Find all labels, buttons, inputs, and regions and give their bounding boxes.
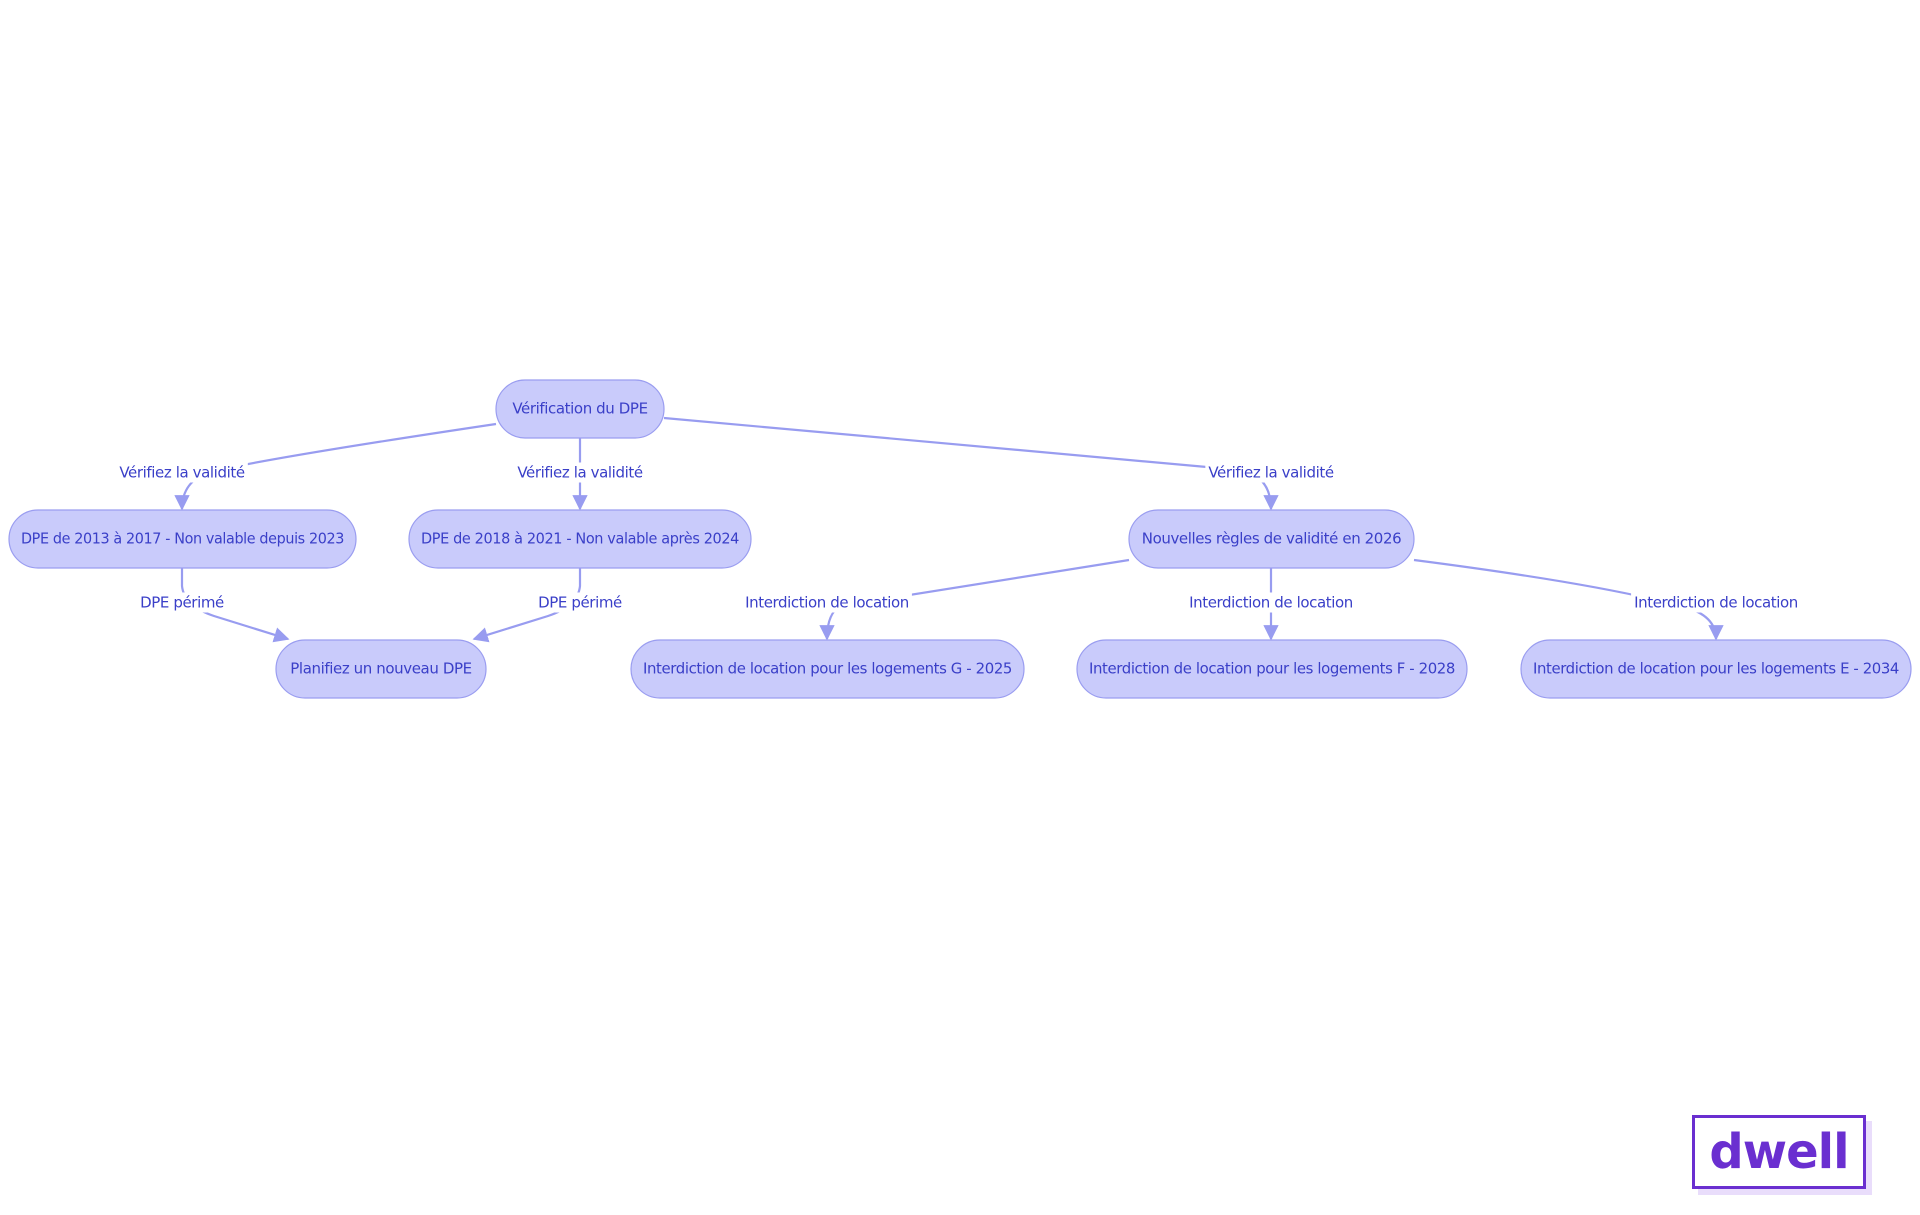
node-shape [1128, 509, 1415, 569]
node-shape [1076, 639, 1468, 699]
edge-label-text: DPE périmé [140, 594, 224, 612]
node-dpe-de-2013-a-2017-non-valable-depuis-2023: DPE de 2013 à 2017 - Non valable depuis … [8, 509, 357, 569]
node-label: DPE de 2018 à 2021 - Non valable après 2… [421, 530, 739, 548]
edge-label-background [116, 462, 248, 483]
edge-label-text: Interdiction de location [1634, 594, 1798, 612]
node-interdiction-de-location-pour-les-logements-f-2028: Interdiction de location pour les logeme… [1076, 639, 1468, 699]
edge-label-background [137, 592, 228, 613]
edge-label-text: Interdiction de location [1189, 594, 1353, 612]
node-interdiction-de-location-pour-les-logements-g-2025: Interdiction de location pour les logeme… [630, 639, 1025, 699]
edge-label-text: Vérifiez la validité [517, 464, 642, 482]
edge-label-background [535, 592, 626, 613]
node-label: Interdiction de location pour les logeme… [1533, 660, 1899, 678]
node-dpe-de-2018-a-2021-non-valable-apres-2024: DPE de 2018 à 2021 - Non valable après 2… [408, 509, 752, 569]
node-shape [1520, 639, 1912, 699]
node-shape [495, 379, 665, 439]
edge-label-text: Vérifiez la validité [1208, 464, 1333, 482]
edge-label-interdiction-de-location: Interdiction de location [1186, 592, 1356, 613]
node-shape [408, 509, 752, 569]
node-label: Interdiction de location pour les logeme… [643, 660, 1012, 678]
edge-label-text: Vérifiez la validité [119, 464, 244, 482]
node-shape [8, 509, 357, 569]
node-label: Interdiction de location pour les logeme… [1089, 660, 1455, 678]
node-shape [275, 639, 487, 699]
node-planifiez-un-nouveau-dpe: Planifiez un nouveau DPE [275, 639, 487, 699]
node-label: Planifiez un nouveau DPE [290, 660, 471, 678]
edge-label-dpe-perime: DPE périmé [137, 592, 228, 613]
logo-text: dwell [1709, 1124, 1849, 1180]
edge-label-verifiez-la-validite: Vérifiez la validité [514, 462, 646, 483]
node-label: Vérification du DPE [512, 400, 647, 418]
node-verification-du-dpe: Vérification du DPE [495, 379, 665, 439]
edge-label-verifiez-la-validite: Vérifiez la validité [116, 462, 248, 483]
node-shape [630, 639, 1025, 699]
edge-label-text: DPE périmé [538, 594, 622, 612]
edge-root-to-2026 [663, 416, 1279, 511]
dwell-logo: dwell [1692, 1115, 1866, 1189]
edge-label-verifiez-la-validite: Vérifiez la validité [1205, 462, 1337, 483]
node-label: Nouvelles règles de validité en 2026 [1142, 530, 1402, 548]
edge-label-background [1205, 462, 1337, 483]
edge-label-text: Interdiction de location [745, 594, 909, 612]
node-interdiction-de-location-pour-les-logements-e-2034: Interdiction de location pour les logeme… [1520, 639, 1912, 699]
edge-label-background [1186, 592, 1356, 613]
node-nouvelles-regles-de-validite-en-2026: Nouvelles règles de validité en 2026 [1128, 509, 1415, 569]
edge-label-background [1631, 592, 1801, 613]
edge-label-background [742, 592, 912, 613]
edge-label-background [514, 462, 646, 483]
edge-label-interdiction-de-location: Interdiction de location [1631, 592, 1801, 613]
node-label: DPE de 2013 à 2017 - Non valable depuis … [21, 530, 344, 548]
nodes-layer: Vérification du DPE DPE de 2013 à 2017 - … [8, 379, 1912, 699]
edge-label-dpe-perime: DPE périmé [535, 592, 626, 613]
edge-label-interdiction-de-location: Interdiction de location [742, 592, 912, 613]
edge-labels-layer: Vérifiez la validité Vérifiez la validité… [116, 462, 1801, 613]
